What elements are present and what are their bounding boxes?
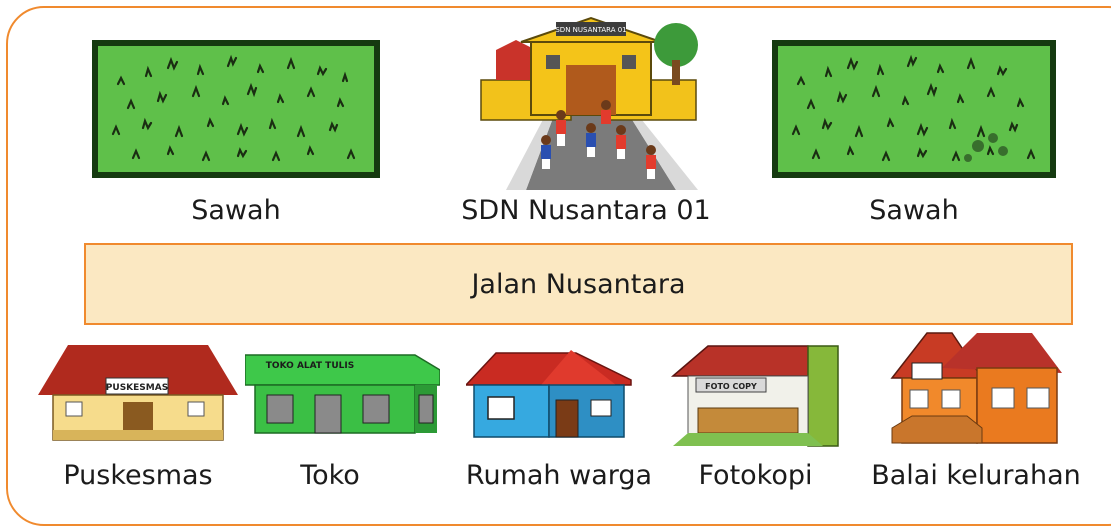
fotokopi-label: Fotokopi	[698, 460, 813, 491]
rice-field-right	[772, 40, 1056, 178]
road-label: Jalan Nusantara	[471, 268, 686, 300]
toko-illustration: TOKO ALAT TULIS	[245, 350, 440, 435]
balai-kelurahan-illustration	[882, 328, 1067, 450]
school-illustration: SDN NUSANTARA 01	[436, 10, 736, 190]
puskesmas-label: Puskesmas	[63, 460, 213, 491]
balai-kelurahan-label: Balai kelurahan	[871, 460, 1081, 491]
sawah-right-label: Sawah	[869, 195, 959, 226]
rumah-warga-illustration	[466, 345, 636, 440]
school-label: SDN Nusantara 01	[461, 195, 711, 226]
toko-label: Toko	[300, 460, 360, 491]
sawah-left-label: Sawah	[191, 195, 281, 226]
puskesmas-sign-text: PUSKESMAS	[106, 383, 168, 393]
fotokopi-illustration: FOTO COPY	[668, 338, 843, 448]
rice-field-left	[92, 40, 380, 178]
fotokopi-sign-text: FOTO COPY	[705, 382, 757, 391]
toko-sign-text: TOKO ALAT TULIS	[266, 361, 354, 371]
grass-pattern-icon	[111, 54, 356, 162]
rumah-warga-label: Rumah warga	[465, 460, 653, 491]
grass-pattern-icon	[791, 54, 1036, 162]
road-jalan-nusantara: Jalan Nusantara	[84, 243, 1073, 325]
school-sign-text: SDN NUSANTARA 01	[555, 26, 626, 34]
puskesmas-illustration: PUSKESMAS	[38, 340, 238, 445]
